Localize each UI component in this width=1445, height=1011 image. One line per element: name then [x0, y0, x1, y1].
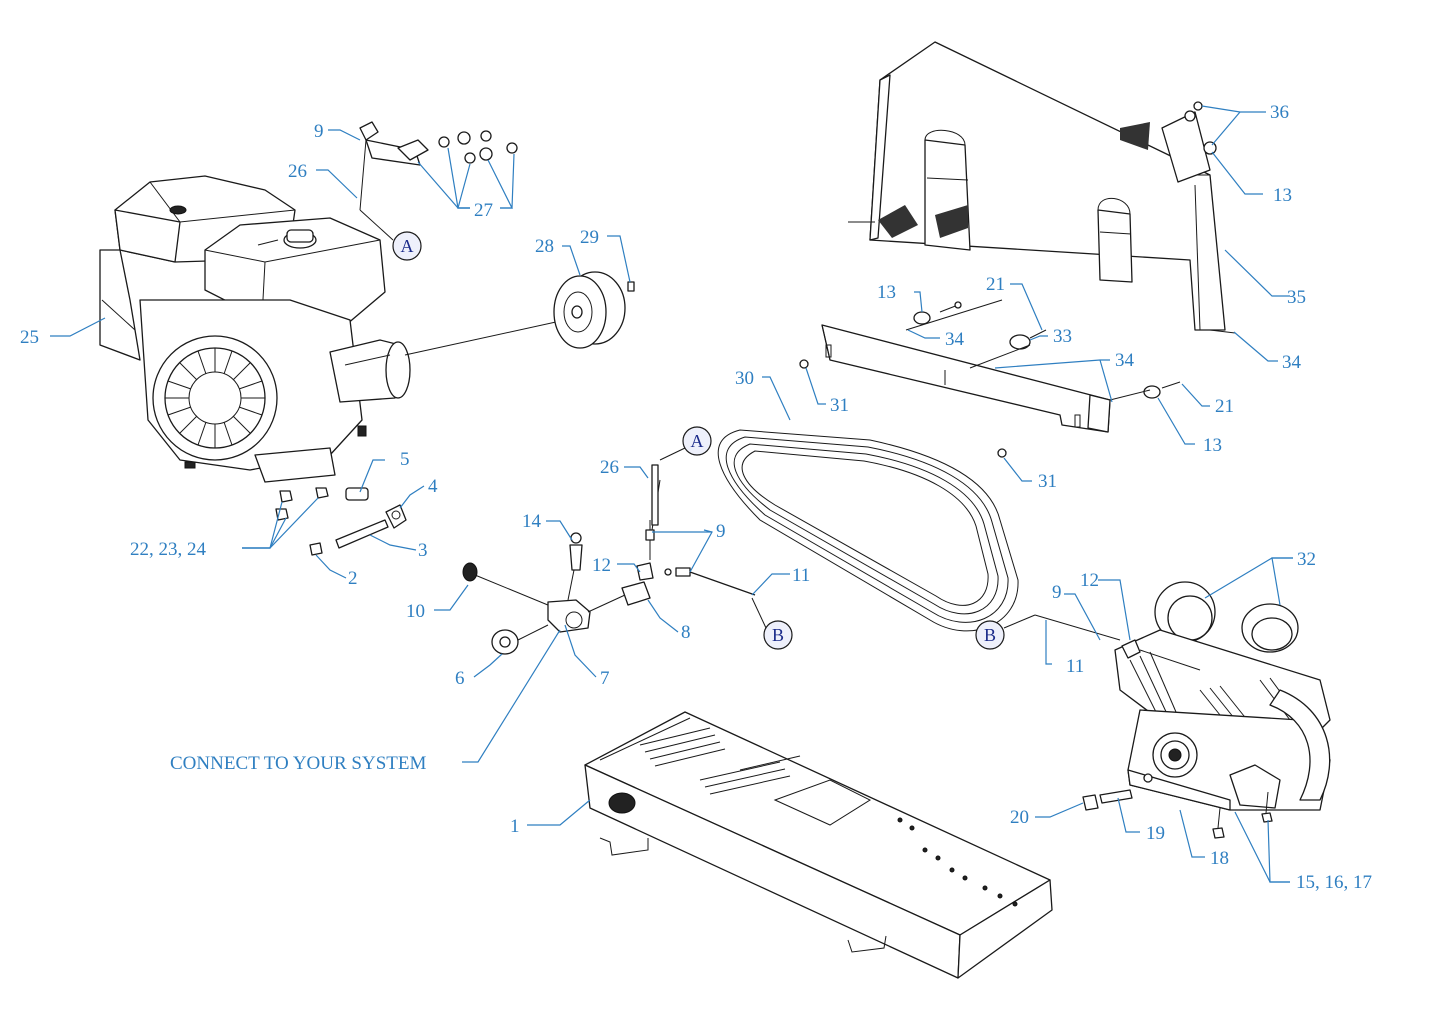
connector-b-mid-label: B — [772, 625, 784, 645]
callout-21-upper: 21 — [986, 274, 1005, 295]
callout-7: 7 — [600, 668, 610, 689]
callout-15-16-17: 15, 16, 17 — [1296, 872, 1372, 893]
callout-12-right: 12 — [1080, 570, 1099, 591]
base-plate — [584, 711, 1053, 979]
connector-b-right-label: B — [984, 625, 996, 645]
connector-a-mid-label: A — [691, 431, 704, 451]
guard-bracket — [799, 299, 1181, 458]
callout-32: 32 — [1297, 549, 1316, 570]
callout-33: 33 — [1053, 326, 1072, 347]
callout-5: 5 — [400, 449, 410, 470]
throttle-linkage — [359, 121, 518, 211]
callout-21-lower: 21 — [1215, 396, 1234, 417]
callout-leaders — [50, 105, 1293, 883]
belt — [717, 429, 1019, 632]
belt-guard — [848, 41, 1236, 334]
callout-19: 19 — [1146, 823, 1165, 844]
callout-10: 10 — [406, 601, 425, 622]
connector-a-top: A — [392, 231, 422, 261]
callout-1: 1 — [510, 816, 520, 837]
connector-a-top-label: A — [401, 236, 414, 256]
engine — [99, 175, 411, 483]
callout-12-mid: 12 — [592, 555, 611, 576]
callout-36: 36 — [1270, 102, 1289, 123]
callout-30: 30 — [735, 368, 754, 389]
connector-b-mid: B — [763, 620, 793, 650]
callout-20: 20 — [1010, 807, 1029, 828]
engine-pulley — [404, 271, 635, 356]
callout-2: 2 — [348, 568, 358, 589]
engine-mount-hardware — [275, 487, 407, 556]
callout-22-23-24: 22, 23, 24 — [130, 539, 207, 560]
callout-13-bracket: 13 — [877, 282, 896, 303]
callout-9-top: 9 — [314, 121, 324, 142]
callout-13-guard: 13 — [1273, 185, 1292, 206]
callout-11-right: 11 — [1066, 656, 1084, 677]
callout-29: 29 — [580, 227, 599, 248]
connect-to-system-note: CONNECT TO YOUR SYSTEM — [170, 753, 426, 774]
callout-25: 25 — [20, 327, 39, 348]
callout-31-lower: 31 — [1038, 471, 1057, 492]
compressor-pump — [1034, 581, 1331, 839]
connector-a-mid: A — [682, 426, 712, 456]
callout-18: 18 — [1210, 848, 1229, 869]
callout-4: 4 — [428, 476, 438, 497]
callout-27: 27 — [474, 200, 493, 221]
callout-31-upper: 31 — [830, 395, 849, 416]
callout-28: 28 — [535, 236, 554, 257]
callout-3: 3 — [418, 540, 428, 561]
callout-13-lower: 13 — [1203, 435, 1222, 456]
connector-b-right: B — [975, 620, 1005, 650]
callout-26-top: 26 — [288, 161, 307, 182]
callout-34-mid: 34 — [1115, 350, 1135, 371]
callout-8: 8 — [681, 622, 691, 643]
callout-35: 35 — [1287, 287, 1306, 308]
callout-26-mid: 26 — [600, 457, 619, 478]
callout-34-bracket: 34 — [945, 329, 965, 350]
callout-9-right: 9 — [1052, 582, 1062, 603]
callout-9-mid: 9 — [716, 521, 726, 542]
callout-14: 14 — [522, 511, 542, 532]
callout-11-mid: 11 — [792, 565, 810, 586]
callout-34-guard: 34 — [1282, 352, 1302, 373]
callout-6: 6 — [455, 668, 465, 689]
